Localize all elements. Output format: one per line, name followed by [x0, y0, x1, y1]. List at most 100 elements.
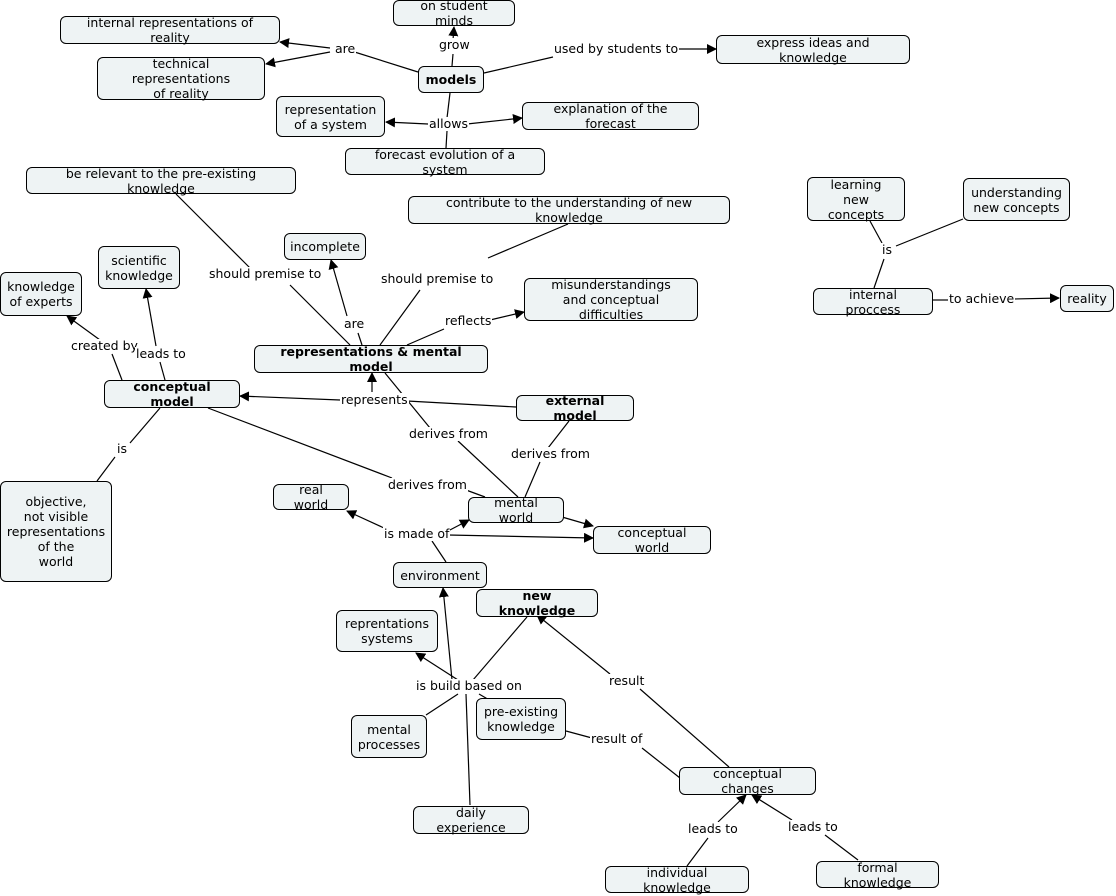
link-label-are: are [343, 316, 366, 331]
connector-line [641, 747, 681, 779]
node-representations-mental-model[interactable]: representations & mental model [254, 344, 488, 374]
connector-arrow [385, 117, 429, 128]
node-conceptual-changes[interactable]: conceptual changes [679, 766, 816, 796]
node-models[interactable]: models [418, 66, 484, 93]
link-label-derives-from: derives from [408, 426, 489, 441]
connector-line [465, 693, 471, 806]
link-label-to-achieve: to achieve [948, 291, 1016, 306]
connector-line [547, 420, 570, 449]
connector-line [639, 688, 730, 768]
connector-line [686, 837, 709, 867]
node-technical-representations[interactable]: technical representations of reality [97, 56, 265, 101]
connector-arrow [536, 614, 611, 675]
node-pre-existing-knowledge[interactable]: pre-existing knowledge [476, 698, 566, 740]
node-learning-new-concepts[interactable]: learning new concepts [807, 177, 905, 222]
node-explanation-of-forecast[interactable]: explanation of the forecast [522, 101, 699, 131]
node-conceptual-world[interactable]: conceptual world [593, 525, 711, 555]
link-label-is: is [116, 441, 128, 456]
connector-arrow [489, 309, 525, 321]
node-internal-representations[interactable]: internal representations of reality [60, 15, 280, 45]
connector-arrow [751, 794, 793, 821]
link-label-grow: grow [438, 37, 471, 52]
link-label-is-build-based-on: is build based on [415, 678, 523, 693]
connector-line [207, 407, 393, 479]
link-label-derives-from: derives from [387, 477, 468, 492]
node-mental-world[interactable]: mental world [468, 495, 564, 525]
connector-line [111, 353, 123, 381]
node-knowledge-of-experts[interactable]: knowledge of experts [0, 272, 82, 316]
connector-arrow [328, 259, 348, 317]
connector-line [445, 130, 448, 149]
link-label-are: are [334, 41, 357, 56]
node-misunderstandings[interactable]: misunderstandings and conceptual difficu… [524, 277, 698, 322]
node-objective-representations[interactable]: objective, not visible representations o… [0, 481, 112, 582]
link-label-should-premise-to: should premise to [208, 266, 323, 281]
connector-line [824, 834, 859, 861]
link-label-result: result [608, 673, 646, 688]
connector-line [357, 332, 363, 346]
link-label-allows: allows [428, 116, 469, 131]
connector-line [431, 540, 447, 563]
connector-line [451, 53, 454, 67]
link-label-created-by: created by [70, 338, 139, 353]
node-scientific-knowledge[interactable]: scientific knowledge [98, 246, 180, 289]
connector-arrow [142, 288, 157, 347]
connector-arrow [1012, 293, 1060, 304]
node-environment[interactable]: environment [393, 562, 487, 588]
connector-line [483, 56, 554, 74]
node-understanding-new-concepts[interactable]: understanding new concepts [963, 178, 1070, 221]
connector-line [129, 407, 161, 444]
link-label-leads-to: leads to [687, 821, 739, 836]
node-conceptual-model[interactable]: conceptual model [104, 379, 240, 409]
node-new-knowledge[interactable]: new knowledge [476, 588, 598, 618]
link-label-represents: represents [340, 392, 409, 407]
connector-arrow [66, 315, 101, 341]
link-label-leads-to: leads to [135, 346, 187, 361]
connector-line [895, 218, 964, 247]
node-daily-experience[interactable]: daily experience [413, 805, 529, 835]
node-reprentations-systems[interactable]: reprentations systems [336, 610, 438, 652]
connector-line [524, 461, 541, 498]
connector-line [487, 223, 569, 259]
link-label-result-of: result of [590, 731, 644, 746]
connector-line [425, 693, 459, 716]
connector-line [465, 489, 486, 498]
connector-arrow [346, 510, 385, 529]
connector-arrow [561, 516, 594, 529]
connector-line [472, 616, 528, 681]
connector-arrow [239, 391, 341, 402]
node-formal-knowledge[interactable]: formal knowledge [816, 860, 939, 890]
connector-line [379, 289, 421, 346]
link-label-should-premise-to: should premise to [380, 271, 495, 286]
connector-line [869, 220, 883, 244]
node-real-world[interactable]: real world [273, 482, 349, 512]
node-contribute-understanding[interactable]: contribute to the understanding of new k… [408, 195, 730, 225]
node-mental-processes[interactable]: mental processes [351, 715, 427, 758]
node-incomplete[interactable]: incomplete [284, 233, 366, 260]
connector-line [446, 92, 451, 119]
node-individual-knowledge[interactable]: individual knowledge [605, 865, 749, 895]
connector-arrow [448, 26, 459, 41]
node-on-student-minds[interactable]: on student minds [393, 0, 515, 28]
node-internal-process[interactable]: internal proccess [813, 287, 933, 317]
node-express-ideas[interactable]: express ideas and knowledge [716, 35, 910, 65]
connector-line [289, 284, 351, 346]
node-relevant-preexisting[interactable]: be relevant to the pre-existing knowledg… [26, 166, 296, 196]
connector-arrow [415, 652, 459, 681]
connector-line [344, 48, 419, 73]
connector-line [406, 328, 445, 346]
node-representation-of-system[interactable]: representation of a system [276, 96, 385, 137]
connector-arrow [717, 794, 747, 823]
node-external-model[interactable]: external model [516, 393, 634, 423]
connector-line [406, 400, 517, 408]
link-label-is: is [881, 242, 893, 257]
connector-arrow [447, 519, 470, 532]
connector-line [457, 440, 519, 498]
link-label-derives-from: derives from [510, 446, 591, 461]
connector-line [96, 456, 116, 482]
node-reality[interactable]: reality [1060, 285, 1114, 312]
node-forecast-evolution[interactable]: forecast evolution of a system [345, 147, 545, 177]
connector-line [565, 730, 593, 739]
connector-arrow [265, 51, 331, 68]
